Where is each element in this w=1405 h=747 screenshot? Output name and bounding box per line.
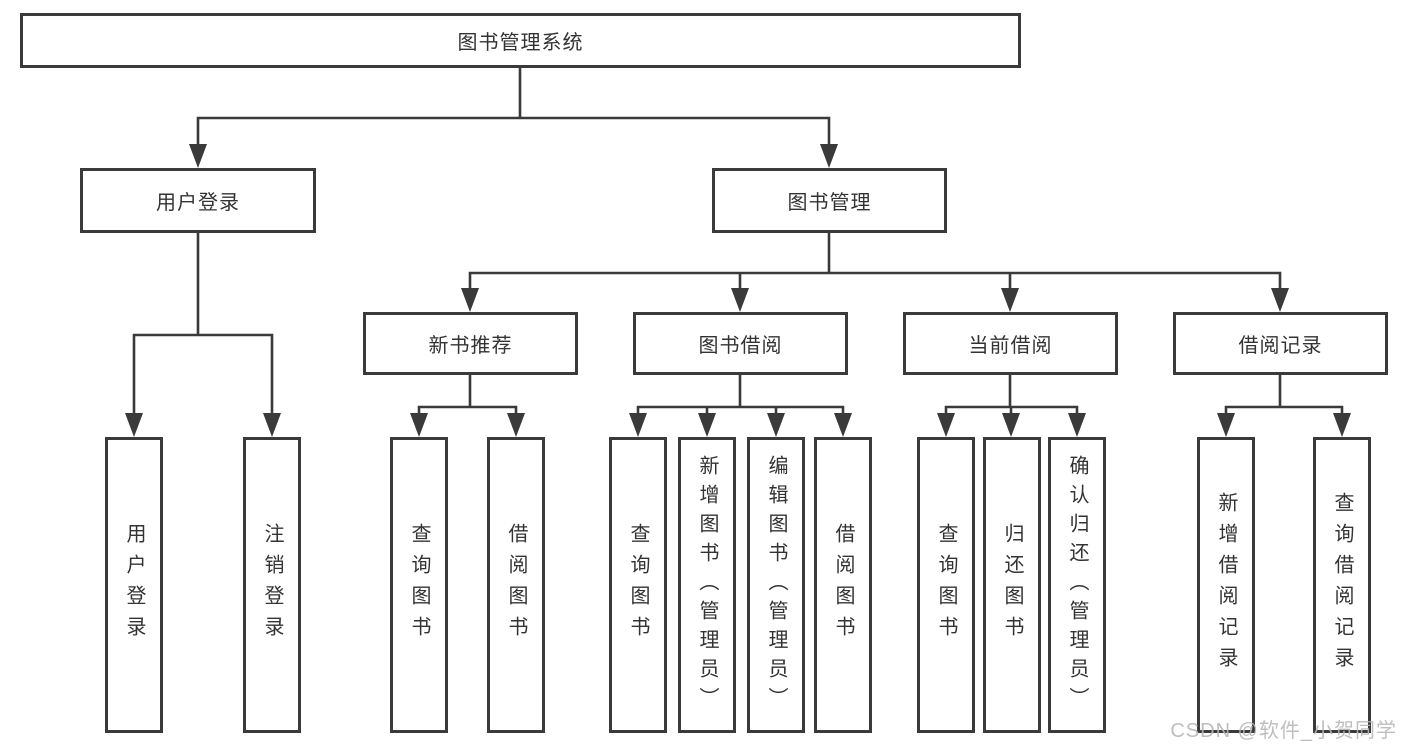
leaf-query-borrow-record: 查询借阅记录 <box>1313 437 1371 733</box>
csdn-watermark: CSDN @软件_小贺同学 <box>1170 720 1397 742</box>
node-borrow-records: 借阅记录 <box>1173 312 1388 375</box>
leaf-add-borrow-record-label: 新增借阅记录 <box>1215 492 1237 678</box>
leaf-borrow-books-2: 借阅图书 <box>814 437 872 733</box>
node-book-borrow-label: 图书借阅 <box>698 335 783 357</box>
leaf-logout-label: 注销登录 <box>261 523 283 647</box>
node-current-borrow: 当前借阅 <box>903 312 1118 375</box>
node-book-management-label: 图书管理 <box>787 192 872 214</box>
leaf-add-borrow-record: 新增借阅记录 <box>1197 437 1255 733</box>
leaf-add-books-admin: 新增图书（管理员） <box>678 437 736 733</box>
leaf-return-books-label: 归还图书 <box>1001 523 1023 647</box>
node-book-management: 图书管理 <box>712 168 947 233</box>
leaf-borrow-books-1: 借阅图书 <box>487 437 545 733</box>
leaf-user-login-label: 用户登录 <box>123 523 145 647</box>
node-new-book-recommend-label: 新书推荐 <box>428 335 513 357</box>
node-borrow-records-label: 借阅记录 <box>1238 335 1323 357</box>
leaf-query-books-2: 查询图书 <box>609 437 667 733</box>
leaf-borrow-books-1-label: 借阅图书 <box>505 523 527 647</box>
leaf-query-books-3-label: 查询图书 <box>935 523 957 647</box>
leaf-borrow-books-2-label: 借阅图书 <box>832 523 854 647</box>
leaf-logout: 注销登录 <box>243 437 301 733</box>
leaf-confirm-return-admin: 确认归还（管理员） <box>1048 437 1106 733</box>
node-root-label: 图书管理系统 <box>457 32 584 54</box>
node-new-book-recommend: 新书推荐 <box>363 312 578 375</box>
leaf-return-books: 归还图书 <box>983 437 1041 733</box>
leaf-edit-books-admin: 编辑图书（管理员） <box>747 437 805 733</box>
leaf-edit-books-admin-label: 编辑图书（管理员） <box>765 454 787 716</box>
node-root: 图书管理系统 <box>20 13 1021 68</box>
node-current-borrow-label: 当前借阅 <box>968 335 1053 357</box>
node-user-login: 用户登录 <box>80 168 316 233</box>
node-user-login-label: 用户登录 <box>156 192 240 214</box>
leaf-query-books-1: 查询图书 <box>390 437 448 733</box>
leaf-confirm-return-admin-label: 确认归还（管理员） <box>1066 454 1088 716</box>
leaf-user-login: 用户登录 <box>105 437 163 733</box>
leaf-query-books-3: 查询图书 <box>917 437 975 733</box>
leaf-add-books-admin-label: 新增图书（管理员） <box>696 454 718 716</box>
leaf-query-books-2-label: 查询图书 <box>627 523 649 647</box>
node-book-borrow: 图书借阅 <box>633 312 848 375</box>
leaf-query-borrow-record-label: 查询借阅记录 <box>1331 492 1353 678</box>
leaf-query-books-1-label: 查询图书 <box>408 523 430 647</box>
